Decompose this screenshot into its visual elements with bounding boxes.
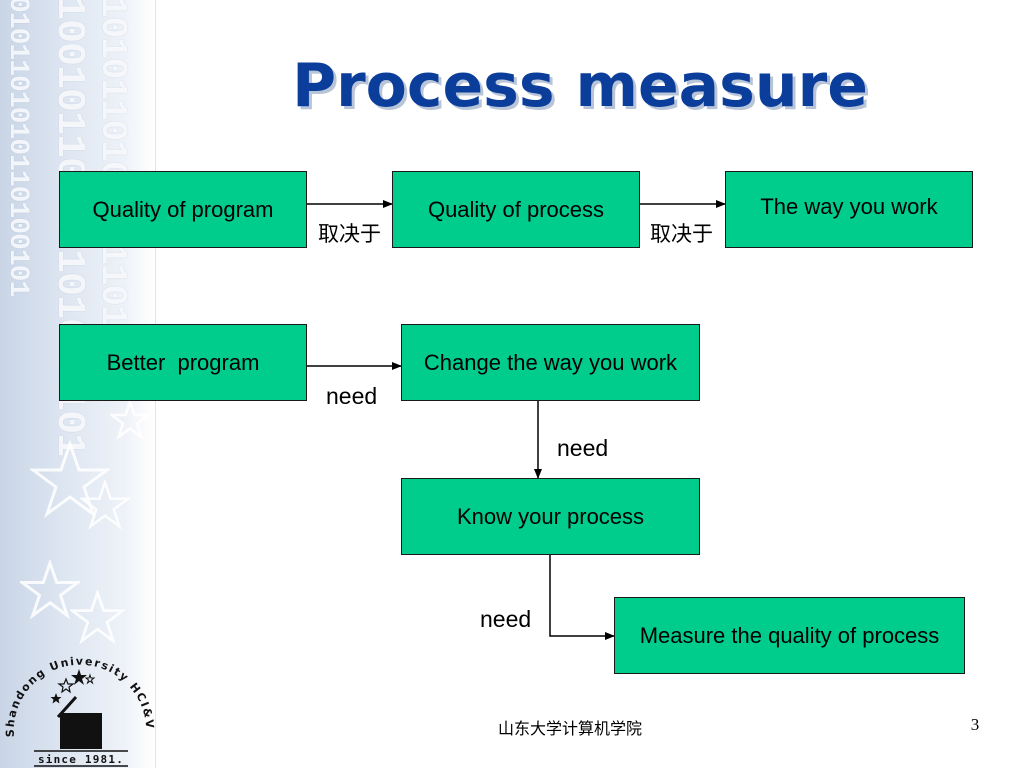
star-icon (80, 480, 130, 530)
box-know-your-process-label: Know your process (456, 503, 645, 529)
link-label-depends-on: 取决于 (650, 222, 713, 246)
box-better-program-label: Better program (106, 349, 260, 375)
box-way-you-work-label: The way you work (760, 193, 938, 219)
slide-title: Process measure (292, 51, 868, 121)
box-change-way-you-work-label: Change the way you work (423, 349, 678, 375)
footer-institution: 山东大学计算机学院 (497, 719, 642, 738)
box-way-you-work: The way you work (725, 171, 973, 248)
lab-logo: Shandong University HCI&VR Lab. since 19… (0, 645, 155, 767)
box-change-way-you-work: Change the way you work (401, 324, 700, 401)
star-icon (30, 440, 110, 519)
box-quality-of-program-label: Quality of program (92, 196, 274, 222)
star-icon (70, 590, 125, 645)
arrow-know-to-measure (549, 554, 615, 640)
telescope-icon (50, 669, 102, 749)
box-quality-of-program: Quality of program (59, 171, 307, 248)
page-number: 3 (970, 715, 980, 734)
star-icon (110, 400, 150, 440)
box-better-program: Better program (59, 324, 307, 401)
binary-pattern-decoration: 0101101010110100101 (2, 0, 33, 297)
box-measure-quality: Measure the quality of process (614, 597, 965, 674)
link-label-need: need (326, 383, 378, 409)
link-label-need: need (480, 606, 532, 632)
box-quality-of-process-label: Quality of process (427, 196, 605, 222)
logo-since-text: since 1981. (38, 753, 124, 766)
box-quality-of-process: Quality of process (392, 171, 640, 248)
box-know-your-process: Know your process (401, 478, 700, 555)
star-icon (20, 560, 80, 620)
box-measure-quality-label: Measure the quality of process (639, 622, 940, 648)
link-label-need: need (557, 435, 609, 461)
link-label-depends-on: 取决于 (318, 222, 381, 246)
